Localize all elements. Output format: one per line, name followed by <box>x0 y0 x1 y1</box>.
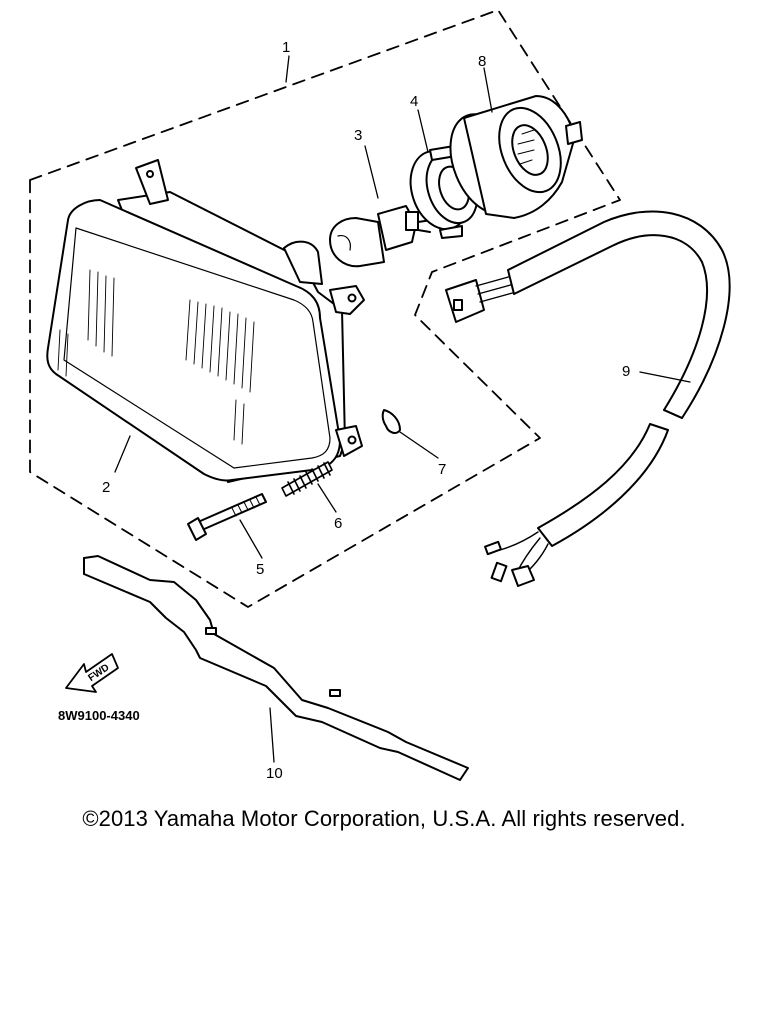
callout-7: 7 <box>438 461 446 478</box>
callout-2: 2 <box>102 479 110 496</box>
callout-6: 6 <box>334 515 342 532</box>
spring <box>281 461 333 497</box>
drawing-code: 8W9100-4340 <box>58 708 140 723</box>
copyright-notice: ©2013 Yamaha Motor Corporation, U.S.A. A… <box>82 806 686 831</box>
callout-10: 10 <box>266 765 283 782</box>
callout-9: 9 <box>622 363 630 380</box>
bulb <box>329 205 433 268</box>
assembly-boundary <box>29 9 621 608</box>
headlight-unit <box>46 159 365 483</box>
callout-5: 5 <box>256 561 264 578</box>
callout-1: 1 <box>282 39 290 56</box>
lead-wire <box>445 210 731 587</box>
callout-3: 3 <box>354 127 362 144</box>
socket-cover <box>449 95 583 219</box>
fwd-arrow-icon: FWD <box>65 653 119 693</box>
clip <box>381 409 401 434</box>
leader-lines <box>114 55 691 763</box>
bolt <box>187 493 267 541</box>
parts-diagram: FWD 1 2 3 4 5 6 7 8 9 10 8W9100-4340 <box>29 9 731 782</box>
callout-8: 8 <box>478 53 486 70</box>
callout-4: 4 <box>410 93 418 110</box>
stay <box>83 555 469 781</box>
